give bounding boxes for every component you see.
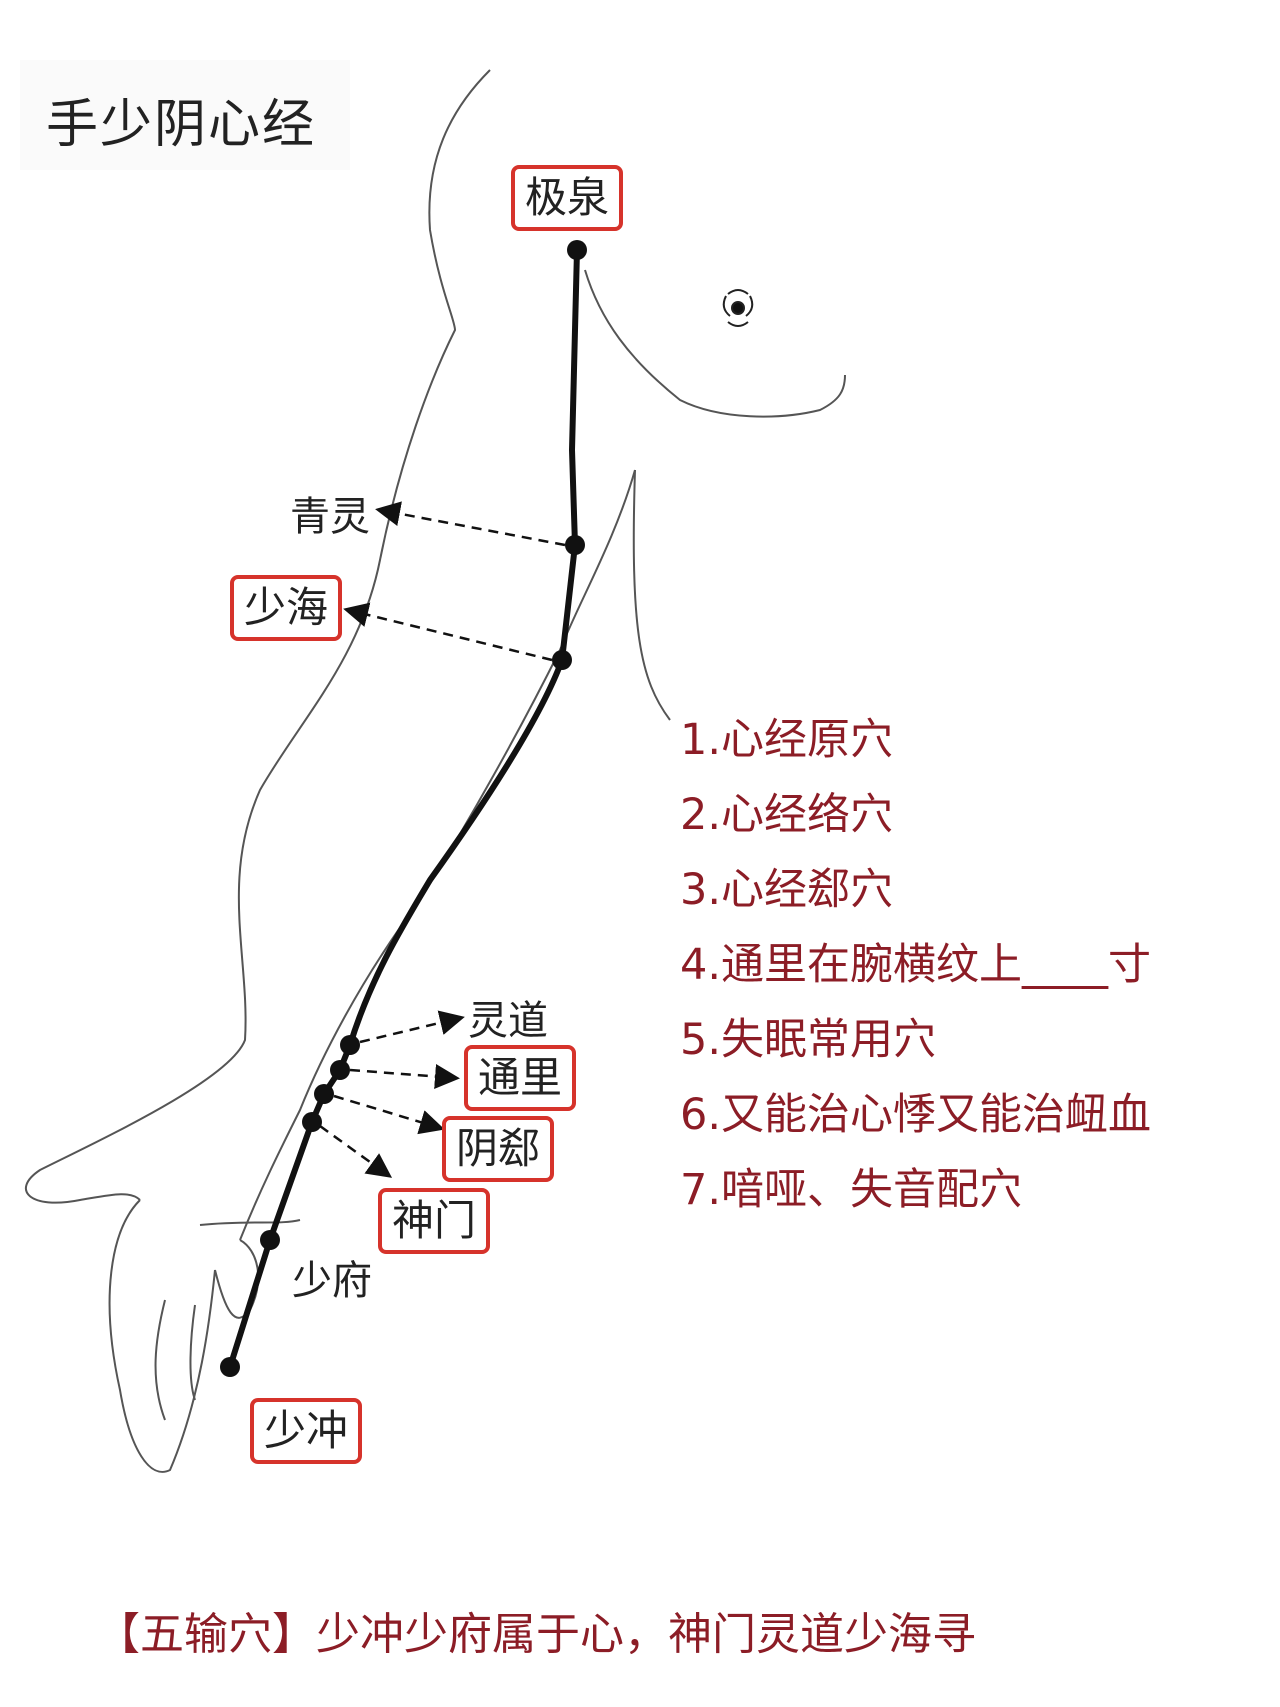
label-yinxi: 阴郄 [442,1116,555,1182]
arrow-shaohai [343,602,553,662]
nipple-mark-icon [722,289,754,327]
question-4: 4.通里在腕横纹上____寸 [680,940,1152,990]
arrow-qingling [375,501,566,547]
question-7: 7.喑哑、失音配穴 [680,1165,1023,1215]
point-dot-jiquan [567,240,587,260]
point-dot-qingling [565,535,585,555]
arm-outline [25,69,846,1473]
point-dot-shaohai [552,650,572,670]
arrow-lingdao [359,1010,465,1044]
label-jiquan: 极泉 [511,165,624,231]
diagram-title: 手少阴心经 [46,95,317,155]
question-3: 3.心经郄穴 [680,865,894,915]
acupoint-dots [220,240,587,1377]
point-dot-lingdao [340,1035,360,1055]
dashed-arrows [319,501,566,1178]
question-1: 1.心经原穴 [680,715,894,765]
label-shaohai: 少海 [230,575,343,641]
meridian-line [227,249,580,1368]
point-dot-yinxi [314,1084,334,1104]
point-dot-shaochong [220,1357,240,1377]
question-6: 6.又能治心悸又能治衄血 [680,1090,1152,1140]
footer-mnemonic: 【五输穴】少冲少府属于心，神门灵道少海寻 [96,1609,976,1660]
point-dot-shaofu [260,1230,280,1250]
title-background [20,60,350,170]
question-5: 5.失眠常用穴 [680,1015,937,1065]
arrow-yinxi [333,1094,445,1135]
label-tongli: 通里 [464,1045,577,1111]
label-shaochong: 少冲 [250,1398,363,1464]
question-2: 2.心经络穴 [680,790,894,840]
point-dot-tongli [330,1060,350,1080]
label-qingling: 青灵 [290,494,370,540]
label-lingdao: 灵道 [468,998,548,1044]
label-shaofu: 少府 [292,1258,372,1304]
arrow-tongli [349,1064,460,1089]
label-shenmen: 神门 [378,1188,491,1254]
point-dot-shenmen [302,1112,322,1132]
arrow-shenmen [319,1124,393,1178]
